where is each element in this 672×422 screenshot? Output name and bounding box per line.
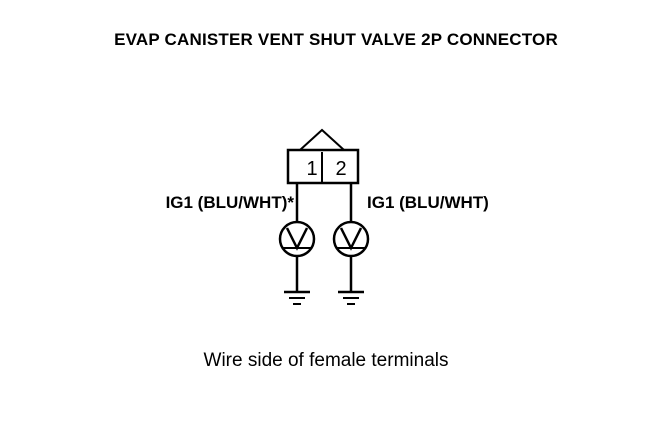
right-wire-label: IG1 (BLU/WHT) [367, 193, 489, 212]
left-wire-label: IG1 (BLU/WHT)* [166, 193, 295, 212]
terminal-2-label: 2 [335, 158, 346, 180]
right-ground-icon [338, 290, 364, 305]
right-voltmeter-icon [332, 220, 370, 258]
terminal-1-label: 1 [306, 158, 317, 180]
diagram-caption: Wire side of female terminals [203, 350, 449, 371]
left-ground-icon [284, 290, 310, 305]
diagram-title: EVAP CANISTER VENT SHUT VALVE 2P CONNECT… [114, 30, 558, 49]
left-voltmeter-icon [278, 220, 316, 258]
connector-latch [299, 128, 345, 151]
